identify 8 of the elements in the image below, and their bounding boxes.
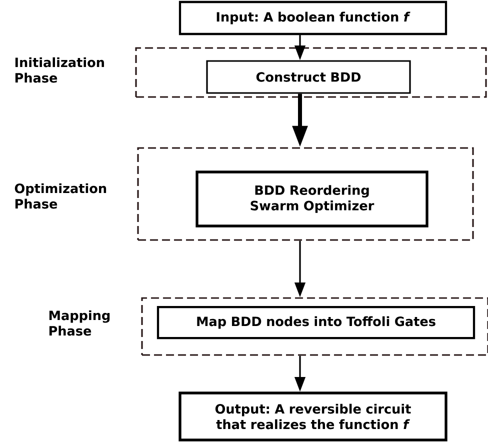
process-box: BDD Reordering Swarm Optimizer [196,170,428,228]
process-box: Construct BDD [206,60,411,94]
process-box: Map BDD nodes into Toffoli Gates [156,306,476,340]
phase-label: Optimization Phase [14,183,106,209]
phase-label: Initialization Phase [15,57,104,83]
phase-label: Mapping Phase [49,310,110,336]
process-box: Output: A reversible circuit that realizes the function f [178,392,448,442]
process-box: Input: A boolean function f [178,0,448,36]
